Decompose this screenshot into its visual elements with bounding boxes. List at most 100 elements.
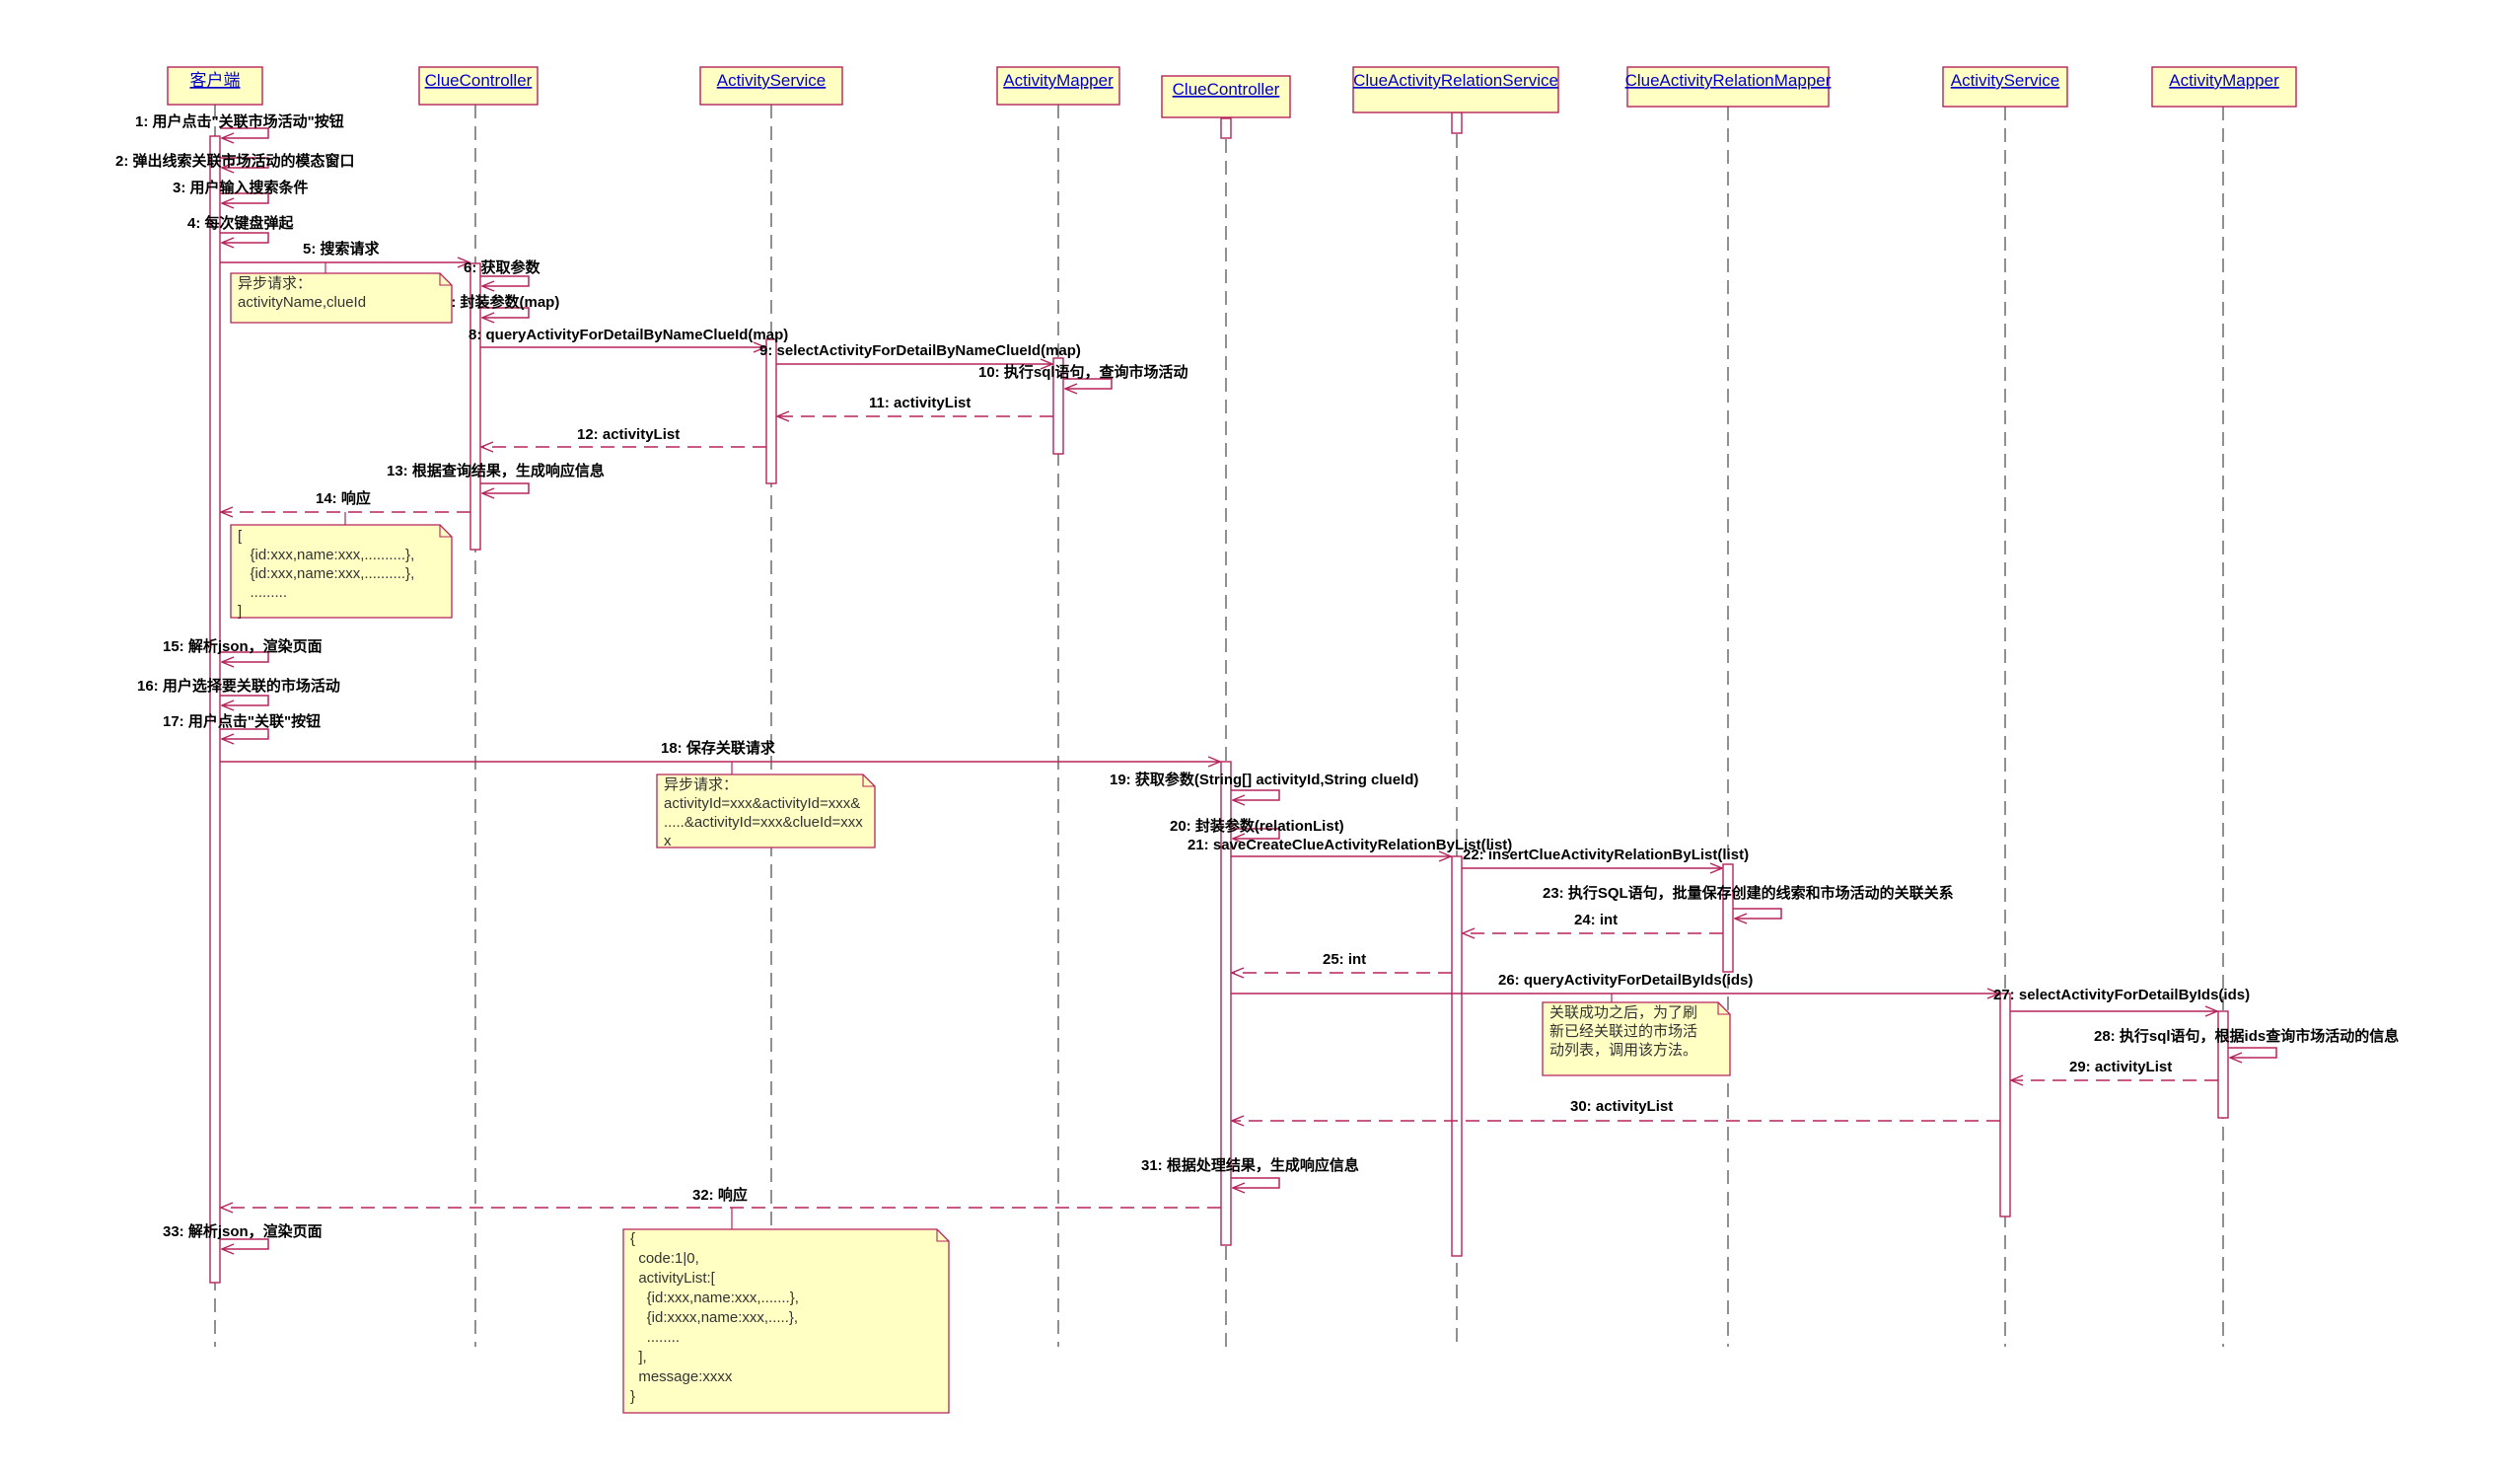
note-body <box>230 524 453 619</box>
participant-box <box>1626 66 1830 108</box>
note-line: x <box>664 833 672 849</box>
activation-bar <box>765 338 777 484</box>
self-message-arrow <box>1733 908 1782 919</box>
self-message-arrow <box>220 127 269 138</box>
messages: 1: 用户点击"关联市场活动"按钮 2: 弹出线索关联市场活动的模态窗口 3: 用户… <box>115 112 2399 1249</box>
self-message-arrow <box>1231 828 1280 839</box>
note-line: .....&activityId=xxx&clueId=xxx <box>664 814 863 831</box>
message-30: 30: activityList <box>1232 1098 2000 1121</box>
self-message-arrow <box>220 157 269 168</box>
activation-bars <box>209 111 2229 1284</box>
message-label: 16: 用户选择要关联的市场活动 <box>137 677 340 695</box>
note-fold <box>439 525 452 538</box>
message-26: 26: queryActivityForDetailByIds(ids) <box>1231 972 1999 994</box>
message-label: 10: 执行sql语句，查询市场活动 <box>978 363 1188 381</box>
activation-bar <box>1220 117 1232 139</box>
note-line: activityId=xxx&activityId=xxx& <box>664 795 860 812</box>
note-body <box>230 272 453 324</box>
note-response-1: [ {id:xxx,name:xxx,..........}, {id:xxx,… <box>230 512 453 620</box>
participant-box <box>167 66 263 106</box>
message-label: 24: int <box>1574 912 1618 928</box>
message-3: 3: 用户输入搜索条件 <box>173 179 309 203</box>
note-response-2: { code:1|0, activityList:[ {id:xxx,name:… <box>622 1208 950 1414</box>
message-label: 4: 每次键盘弹起 <box>187 214 295 232</box>
self-message-arrow <box>480 482 530 493</box>
message-label: 7: 封装参数(map) <box>443 293 559 311</box>
message-label: 3: 用户输入搜索条件 <box>173 179 309 196</box>
note-line: 异步请求： <box>238 275 312 292</box>
participant-box <box>1352 66 1559 113</box>
message-6: 6: 获取参数 <box>464 258 541 286</box>
self-message-arrow <box>220 728 269 739</box>
message-label: 13: 根据查询结果，生成响应信息 <box>387 462 605 479</box>
participant-box <box>1942 66 2068 108</box>
message-label: 12: activityList <box>577 426 680 443</box>
message-18: 18: 保存关联请求 <box>220 739 1220 762</box>
note-line: } <box>630 1388 635 1405</box>
message-19: 19: 获取参数(String[] activityId,String clue… <box>1110 771 1418 800</box>
message-label: 1: 用户点击"关联市场活动"按钮 <box>135 112 344 130</box>
note-line: ] <box>238 603 242 620</box>
note-line: { <box>630 1230 635 1247</box>
participant-box <box>996 66 1120 106</box>
self-message-arrow <box>220 1238 269 1249</box>
message-label: 20: 封装参数(relationList) <box>1170 817 1344 835</box>
participant-label: ActivityService <box>717 71 827 90</box>
note-line: {id:xxx,name:xxx,..........}, <box>238 547 414 563</box>
message-27: 27: selectActivityForDetailByIds(ids) <box>1993 987 2250 1011</box>
message-label: 14: 响应 <box>316 489 371 507</box>
message-label: 5: 搜索请求 <box>303 240 381 258</box>
message-21: 21: saveCreateClueActivityRelationByList… <box>1188 837 1512 856</box>
participant-cc1: ClueController <box>418 66 539 106</box>
self-message-arrow <box>220 232 269 243</box>
message-23: 23: 执行SQL语句，批量保存创建的线索和市场活动的关联关系 <box>1543 884 1954 919</box>
message-10: 10: 执行sql语句，查询市场活动 <box>978 363 1188 389</box>
message-8: 8: queryActivityForDetailByNameClueId(ma… <box>468 327 788 347</box>
activation-bar <box>1052 357 1064 455</box>
note-line: activityList:[ <box>630 1270 716 1287</box>
message-12: 12: activityList <box>481 426 766 447</box>
message-11: 11: activityList <box>777 395 1053 416</box>
note-line: [ <box>238 528 243 545</box>
note-fold <box>862 774 875 787</box>
message-14: 14: 响应 <box>221 489 470 512</box>
participant-box <box>699 66 843 106</box>
message-15: 15: 解析json，渲染页面 <box>163 637 323 662</box>
message-33: 33: 解析json，渲染页面 <box>163 1222 323 1249</box>
message-label: 17: 用户点击"关联"按钮 <box>163 712 321 730</box>
message-label: 25: int <box>1323 951 1366 968</box>
note-fold <box>439 273 452 286</box>
self-message-arrow <box>480 275 530 286</box>
note-line: 关联成功之后，为了刷 <box>1549 1004 1697 1021</box>
participant-label: ClueActivityRelationService <box>1353 71 1558 90</box>
message-label: 27: selectActivityForDetailByIds(ids) <box>1993 987 2250 1003</box>
participant-label: ClueController <box>425 71 533 90</box>
self-message-arrow <box>480 307 530 318</box>
participant-as2: ActivityService <box>1942 66 2068 108</box>
message-label: 28: 执行sql语句，根据ids查询市场活动的信息 <box>2094 1027 2399 1045</box>
note-body <box>656 774 876 848</box>
note-async-2: 异步请求：activityId=xxx&activityId=xxx&.....… <box>656 762 876 849</box>
message-17: 17: 用户点击"关联"按钮 <box>163 712 321 739</box>
participant-box <box>2151 66 2297 108</box>
message-32: 32: 响应 <box>221 1186 1221 1208</box>
participant-cc2: ClueController <box>1161 75 1291 118</box>
note-line: 新已经关联过的市场活 <box>1549 1023 1697 1040</box>
note-line: code:1|0, <box>630 1250 699 1267</box>
participant-label: ActivityMapper <box>2169 71 2279 90</box>
message-label: 11: activityList <box>869 395 971 411</box>
note-line: ......... <box>238 584 287 601</box>
message-22: 22: insertClueActivityRelationByList(lis… <box>1462 847 1749 868</box>
message-9: 9: selectActivityForDetailByNameClueId(m… <box>759 342 1081 364</box>
message-2: 2: 弹出线索关联市场活动的模态窗口 <box>115 152 355 170</box>
note-body <box>622 1228 950 1414</box>
message-4: 4: 每次键盘弹起 <box>187 214 295 243</box>
message-29: 29: activityList <box>2011 1059 2218 1080</box>
participant-label: ClueActivityRelationMapper <box>1625 71 1832 90</box>
self-message-arrow <box>220 192 269 203</box>
message-label: 18: 保存关联请求 <box>661 739 776 757</box>
note-line: {id:xxx,name:xxx,.......}, <box>630 1290 799 1306</box>
message-label: 29: activityList <box>2069 1059 2172 1075</box>
message-label: 22: insertClueActivityRelationByList(lis… <box>1463 847 1749 863</box>
